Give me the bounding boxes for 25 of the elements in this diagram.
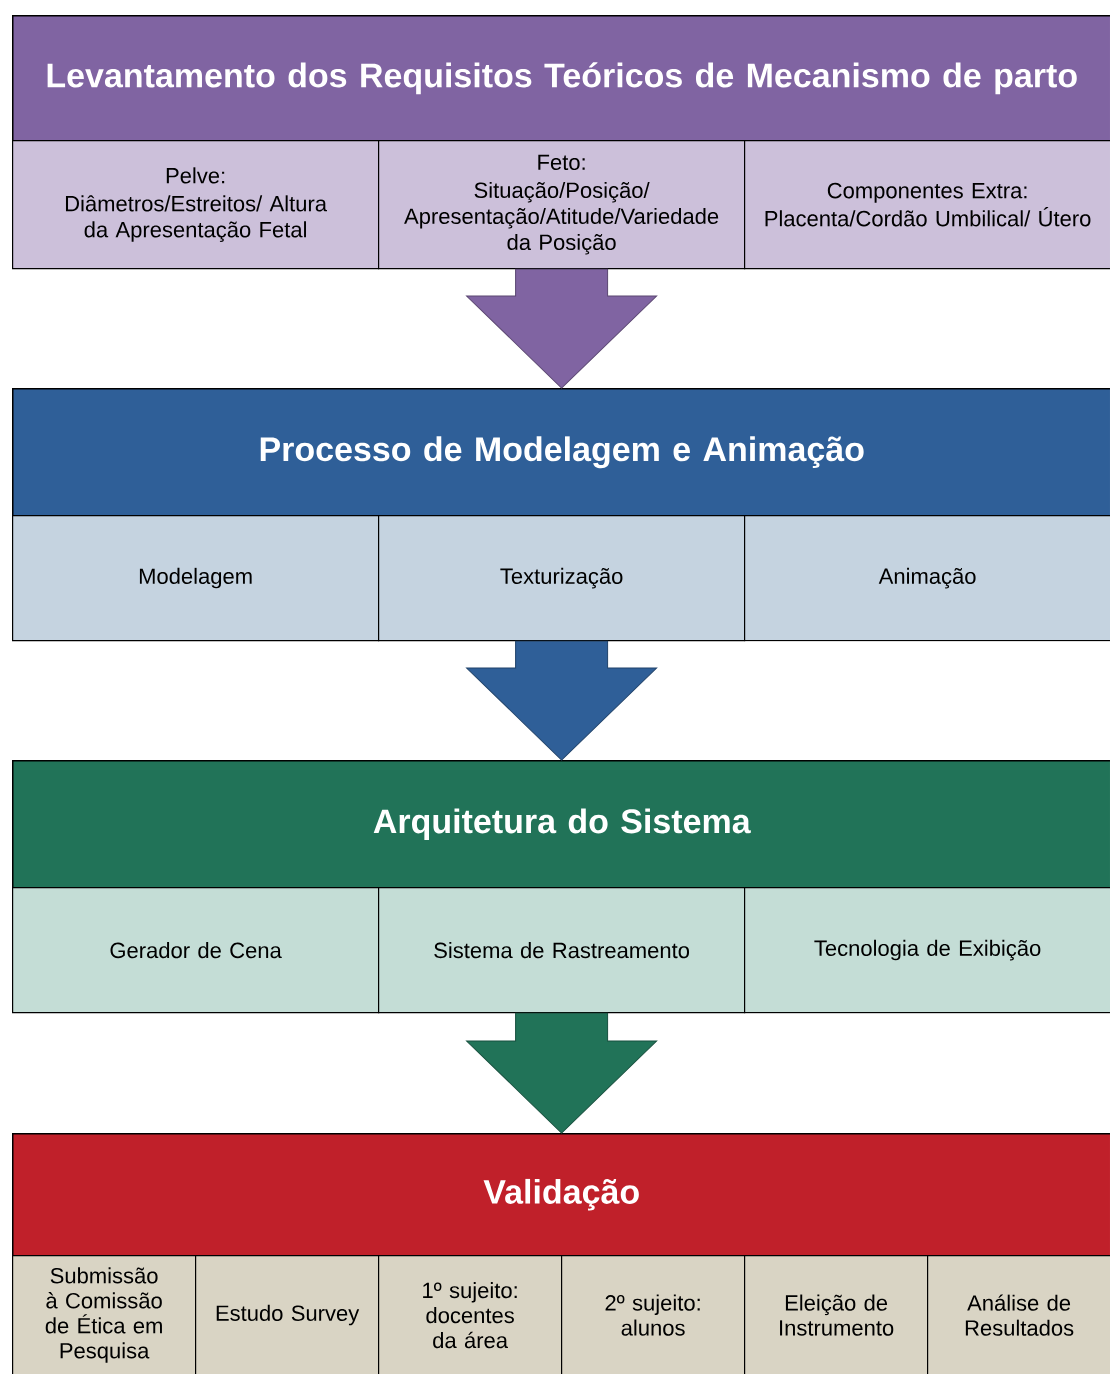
stage-cell: 1º sujeito: docentes da área (378, 1255, 563, 1374)
stage-cell: Sistema de Rastreamento (378, 887, 746, 1014)
stage-header: Validação (12, 1133, 1110, 1257)
stage-cell: Modelagem (12, 515, 380, 642)
stage-cell: Texturização (378, 515, 746, 642)
stage-cell: Gerador de Cena (12, 887, 380, 1014)
node-label: 1º sujeito: docentes da área (423, 1282, 517, 1349)
node-label: Submissão à Comissão de Ética em Pesquisa (45, 1267, 162, 1363)
stage-cell: Feto: Situação/Posição/ Apresentação/Atitude/Variedade da Posição (378, 140, 746, 270)
stage-header: Levantamento dos Requisitos Teóricos de Mecanismo de parto (12, 15, 1110, 142)
block-arrow (466, 640, 658, 761)
stage-cell: Submissão à Comissão de Ética em Pesquisa (12, 1255, 197, 1374)
stage-header: Processo de Modelagem e Animação (12, 388, 1110, 517)
stage-cell: Análise de Resultados (927, 1255, 1110, 1374)
stage-cell: Componentes Extra: Placenta/Cordão Umbilical/ Útero (744, 140, 1110, 270)
block-arrow (466, 268, 658, 389)
stage-cell: Eleição de Instrumento (744, 1255, 929, 1374)
stage-cell: 2º sujeito: alunos (561, 1255, 746, 1374)
stage-cell: Animação (744, 515, 1110, 642)
node-label: 2º sujeito: alunos (605, 1294, 700, 1336)
stage-cell: Pelve: Diâmetros/Estreitos/ Altura da Apresentação Fetal (12, 140, 380, 270)
stage-cell: Estudo Survey (195, 1255, 380, 1374)
stage-cell: Tecnologia de Exibição (744, 887, 1110, 1014)
stage-header: Arquitetura do Sistema (12, 760, 1110, 889)
block-arrow (466, 1012, 658, 1134)
